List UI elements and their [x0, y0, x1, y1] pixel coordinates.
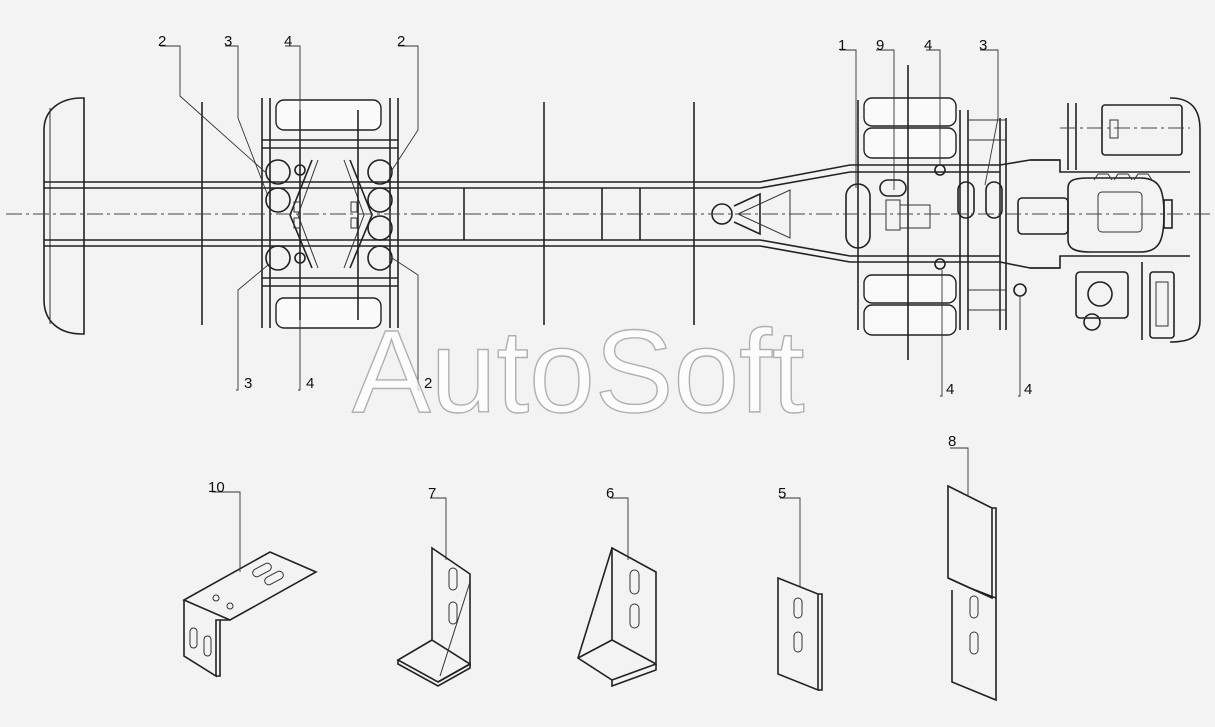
rear-tire-top-2	[863, 127, 957, 159]
rear-axle-assembly	[845, 65, 1027, 360]
rear-tire-top-1	[863, 97, 957, 127]
callout-3: 3	[979, 37, 987, 54]
callout-2: 2	[397, 33, 405, 50]
part-5-flat-plate: 5	[777, 485, 823, 692]
callout-4: 4	[924, 37, 932, 54]
callout-2: 2	[424, 375, 432, 392]
callout-leaders	[160, 45, 1021, 397]
callout-4: 4	[946, 381, 954, 398]
callout-9: 9	[876, 37, 884, 54]
front-tire-bottom	[275, 297, 382, 329]
callout-4: 4	[284, 33, 292, 50]
callout-3: 3	[244, 375, 252, 392]
callout-8: 8	[948, 433, 956, 450]
part-6-gusset-bracket: 6	[577, 485, 657, 688]
callout-4: 4	[306, 375, 314, 392]
callout-5: 5	[778, 485, 786, 502]
callout-2: 2	[158, 33, 166, 50]
front-bumper	[43, 97, 85, 335]
callout-3: 3	[224, 33, 232, 50]
front-axle-assembly	[261, 98, 399, 329]
callout-labels: 2 3 4 2 1 9 4 3 3 4 2 4 4	[158, 33, 1032, 398]
callout-1: 1	[838, 37, 846, 54]
callout-6: 6	[606, 485, 614, 502]
rear-tire-bottom-1	[863, 274, 957, 304]
watermark: AutoSoft	[352, 306, 805, 438]
frame-rails	[44, 159, 1190, 269]
chassis-plan-view	[6, 65, 1210, 360]
part-10-l-bracket: 10	[182, 479, 318, 678]
part-7-angle-bracket: 7	[396, 485, 471, 687]
part-8-stepped-plate: 8	[947, 433, 997, 702]
front-tire-top	[275, 99, 382, 131]
callout-4: 4	[1024, 381, 1032, 398]
rear-tire-bottom-2	[863, 304, 957, 336]
callout-7: 7	[428, 485, 436, 502]
rear-engine-assembly	[1017, 97, 1201, 343]
callout-10: 10	[208, 479, 225, 496]
